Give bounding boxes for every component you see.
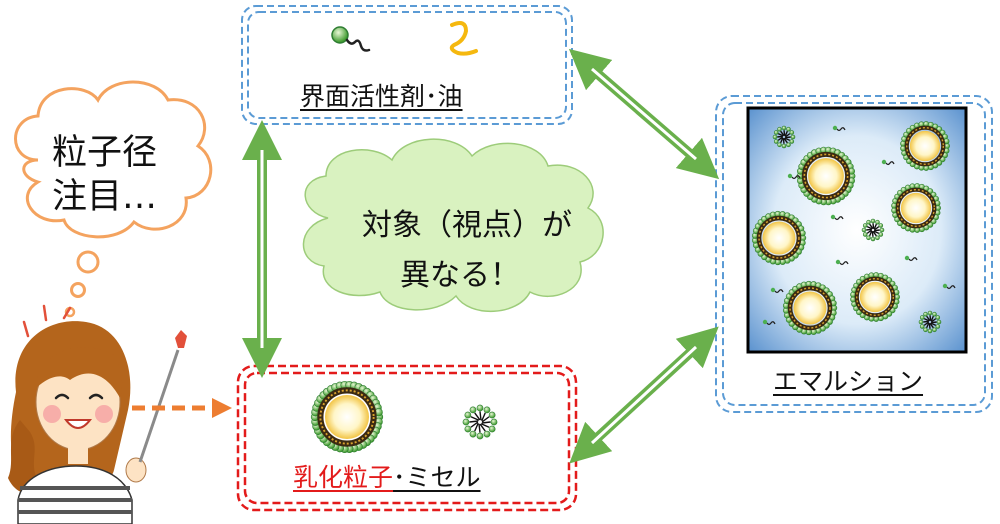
oil-molecule-icon xyxy=(449,21,478,56)
free-surfactant xyxy=(787,173,801,180)
bubble-line-2: 注目… xyxy=(52,177,158,217)
bottom-box-label-rest: ･ミセル xyxy=(393,463,481,492)
right-box xyxy=(715,95,993,413)
surfactant-molecule-icon xyxy=(331,26,371,52)
bottom-box-label: 乳化粒子･ミセル xyxy=(293,458,481,494)
arrow-top-right xyxy=(568,48,720,180)
presenter-woman-illustration xyxy=(8,304,187,524)
micelle-shape xyxy=(462,404,498,440)
center-cloud xyxy=(302,138,604,313)
emulsion-droplet xyxy=(751,210,807,266)
top-box-label: 界面活性剤･油 xyxy=(300,82,463,111)
cloud-line-2: 異なる！ xyxy=(400,258,520,293)
emulsion-droplet xyxy=(850,272,900,322)
cloud-line-1: 対象（視点）が xyxy=(362,208,572,243)
free-surfactant xyxy=(942,283,956,290)
free-surfactant xyxy=(835,259,849,266)
emulsion-illustration xyxy=(746,106,968,354)
emulsion-droplet xyxy=(891,183,941,233)
emulsion-particle-shape xyxy=(310,380,384,454)
emulsion-droplet xyxy=(782,280,838,336)
emulsion-micelle xyxy=(861,218,885,242)
micelle-icon xyxy=(462,404,498,440)
free-surfactant xyxy=(762,319,776,326)
free-surfactant xyxy=(904,255,918,262)
free-surfactant xyxy=(770,287,784,294)
emulsion-micelle xyxy=(918,310,942,334)
emulsion-droplet xyxy=(900,121,950,171)
free-surfactant xyxy=(832,125,846,132)
emulsion-particle-icon xyxy=(310,380,384,454)
emulsion-micelle xyxy=(772,125,796,149)
emulsion-droplet xyxy=(796,146,856,206)
bubble-line-1: 粒子径 xyxy=(52,133,158,173)
free-surfactant xyxy=(881,159,895,166)
bottom-box-label-red: 乳化粒子 xyxy=(293,463,394,492)
right-box-label: エマルション xyxy=(773,367,924,396)
arrow-bottom-right xyxy=(569,326,719,464)
free-surfactant xyxy=(830,214,844,221)
